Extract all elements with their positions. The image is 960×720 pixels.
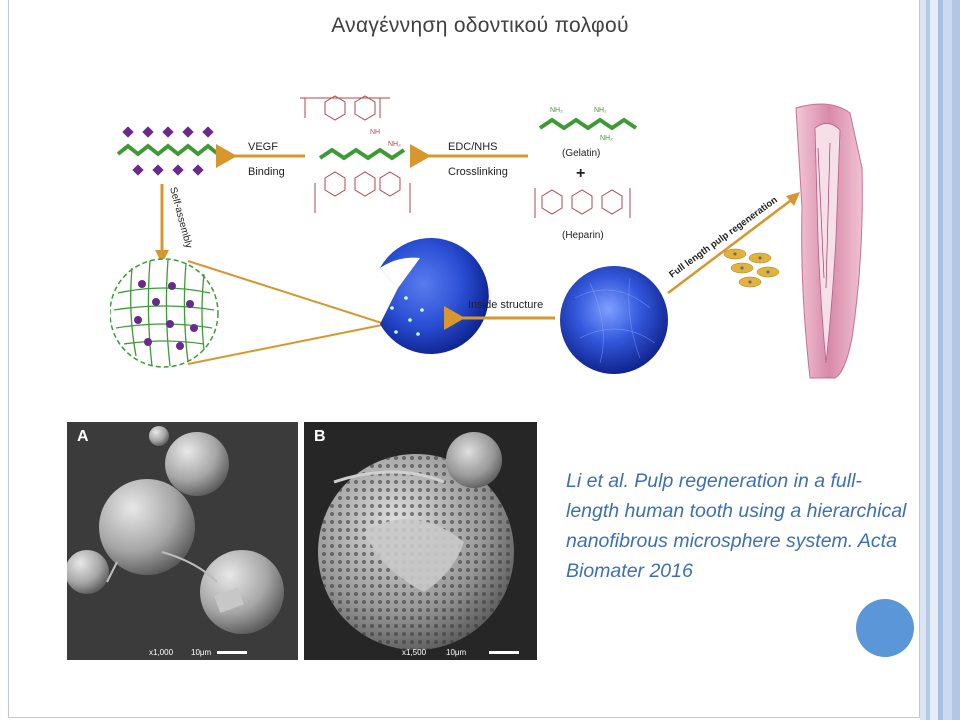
edc-nhs-label: EDC/NHS bbox=[448, 141, 498, 153]
panel-label-a: A bbox=[77, 428, 89, 445]
micrograph-b-image bbox=[304, 422, 537, 660]
magnification-b: x1,500 bbox=[402, 648, 427, 657]
svg-text:NH₂: NH₂ bbox=[600, 135, 613, 142]
nanofiber-mesh-zoom bbox=[110, 258, 219, 368]
crosslinking-label: Crosslinking bbox=[448, 166, 508, 178]
citation-text: Li et al. Pulp regeneration in a full-le… bbox=[566, 470, 907, 582]
gelatin-label: (Gelatin) bbox=[562, 148, 600, 159]
scaffold-scheme-diagram: VEGF Binding NH NH₂ EDC/NHS Crosslinking… bbox=[110, 95, 863, 379]
micrograph-a-image bbox=[67, 422, 298, 660]
inside-structure-label: Inside structure bbox=[468, 299, 543, 311]
sem-micrograph-a: A x1,000 10μm bbox=[67, 422, 298, 660]
slide-title: Αναγέννηση οδοντικού πολφού bbox=[331, 14, 629, 37]
gelatin-heparin-conjugate bbox=[300, 95, 411, 213]
decorative-circle bbox=[856, 599, 914, 657]
tooth-histology-section bbox=[795, 103, 863, 379]
panel-label-b: B bbox=[314, 428, 326, 445]
vegf-bound-chain bbox=[116, 126, 220, 176]
right-decorative-stripes bbox=[920, 0, 960, 720]
heparin-structure bbox=[534, 188, 631, 218]
scale-a: 10μm bbox=[191, 648, 212, 657]
nh2-label-middle: NH₂ bbox=[388, 141, 401, 148]
nh-label: NH bbox=[370, 129, 380, 136]
magnification-a: x1,000 bbox=[149, 648, 174, 657]
binding-label: Binding bbox=[248, 166, 285, 178]
cells-cluster bbox=[723, 248, 780, 288]
microsphere bbox=[560, 266, 668, 374]
self-assembly-label: Self-assembly bbox=[167, 186, 194, 250]
pulp-regeneration-arrow bbox=[667, 197, 795, 294]
sem-micrograph-b: B x1,500 10μm bbox=[304, 422, 537, 660]
heparin-label: (Heparin) bbox=[562, 230, 604, 241]
svg-text:NH₂: NH₂ bbox=[550, 107, 563, 114]
svg-text:NH₂: NH₂ bbox=[594, 107, 607, 114]
slide-frame bbox=[8, 0, 920, 718]
gelatin-chain: NH₂ NH₂ NH₂ bbox=[538, 107, 638, 142]
plus-sign: + bbox=[576, 165, 585, 182]
scale-b: 10μm bbox=[446, 648, 467, 657]
cut-microsphere bbox=[380, 238, 489, 354]
vegf-label: VEGF bbox=[248, 141, 278, 153]
